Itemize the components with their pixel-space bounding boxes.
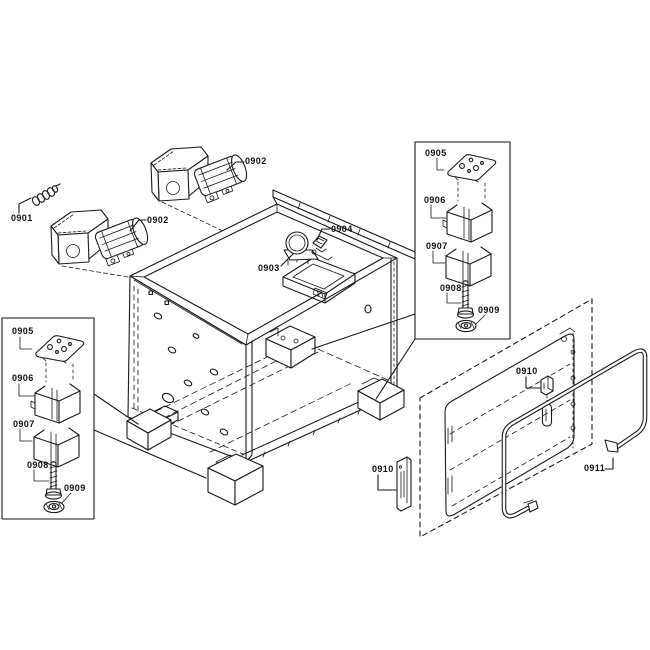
callout-left-0907: 0907 <box>13 419 35 429</box>
part-0910-lower <box>396 456 412 512</box>
callout-right-0905: 0905 <box>425 148 447 158</box>
callout-0910-left: 0910 <box>372 464 394 474</box>
part-0904-clip <box>312 235 328 253</box>
callout-0910-panel: 0910 <box>516 366 538 376</box>
callout-left-0905: 0905 <box>12 326 34 336</box>
mounting-plate <box>282 251 356 304</box>
foot-back <box>265 325 316 369</box>
callout-right-0907: 0907 <box>426 241 448 251</box>
cabinet-chassis <box>31 146 416 506</box>
callout-right-0908: 0908 <box>440 283 462 293</box>
callout-0903: 0903 <box>258 263 280 273</box>
part-0902-upper <box>150 146 248 204</box>
callout-0911: 0911 <box>584 463 606 473</box>
left-detail-box <box>1 317 207 520</box>
callout-0902-upper: 0902 <box>245 156 267 166</box>
callout-0902-lower: 0902 <box>147 215 169 225</box>
callout-right-0909: 0909 <box>478 305 500 315</box>
callout-left-0906: 0906 <box>12 373 34 383</box>
part-0903-valve <box>283 231 333 266</box>
callout-left-0909: 0909 <box>64 483 86 493</box>
part-0902-lower <box>50 209 149 267</box>
foot-left <box>126 408 172 451</box>
part-0901-fastener <box>31 183 61 206</box>
part-0911-frame <box>501 348 648 519</box>
callout-0904: 0904 <box>331 224 353 234</box>
callout-0901: 0901 <box>11 213 33 223</box>
part-0910-upper <box>540 375 554 404</box>
foot-front <box>207 453 264 506</box>
callout-right-0906: 0906 <box>424 195 446 205</box>
callout-leaders <box>18 161 614 491</box>
callout-left-0908: 0908 <box>27 460 49 470</box>
right-detail-box <box>311 141 511 400</box>
